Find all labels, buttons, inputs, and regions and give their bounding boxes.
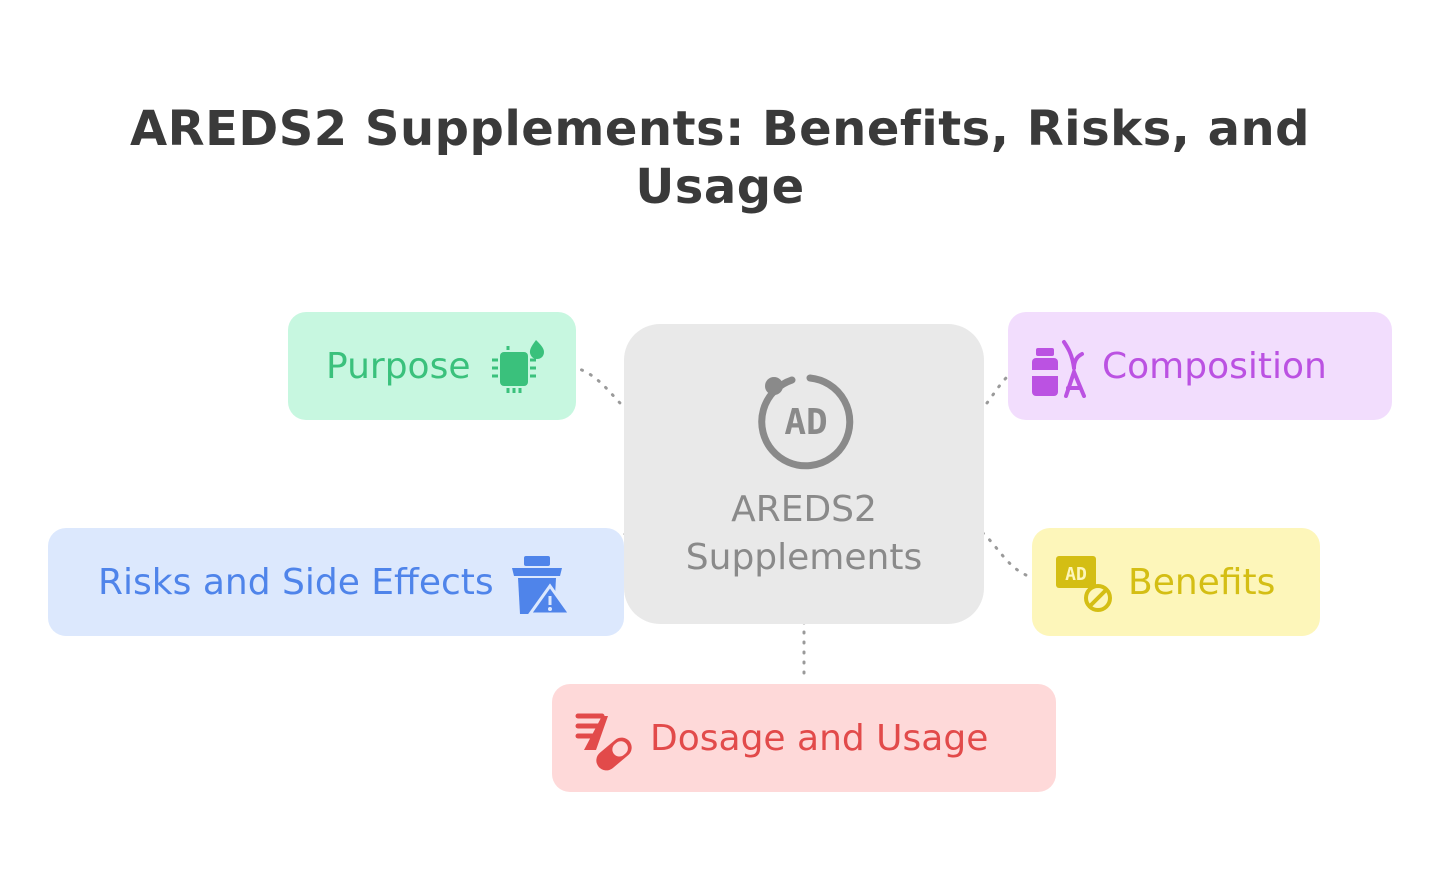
node-purpose: Purpose (288, 312, 576, 420)
node-dosage: Dosage and Usage (552, 684, 1056, 792)
composition-label: Composition (1102, 345, 1327, 387)
diagram-title: AREDS2 Supplements: Benefits, Risks, and… (129, 101, 1311, 215)
center-node: AD AREDS2 Supplements (624, 324, 984, 624)
bottle-grain-icon (1028, 338, 1086, 398)
dosage-label: Dosage and Usage (650, 717, 989, 759)
node-risks: Risks and Side Effects (48, 528, 624, 636)
center-label: AREDS2 Supplements (685, 489, 923, 578)
risks-label: Risks and Side Effects (98, 561, 494, 603)
node-benefits: AD Benefits (1032, 528, 1320, 636)
svg-text:AD: AD (1065, 564, 1087, 585)
chip-drop-icon (490, 338, 546, 394)
purpose-label: Purpose (326, 345, 471, 387)
ad-block-icon: AD (1054, 554, 1112, 612)
ad-badge-icon: AD (758, 374, 854, 470)
pill-list-icon (574, 710, 632, 771)
benefits-label: Benefits (1128, 561, 1276, 603)
node-composition: Composition (1008, 312, 1392, 420)
jar-warning-icon (510, 554, 573, 616)
svg-text:AD: AD (784, 402, 827, 443)
